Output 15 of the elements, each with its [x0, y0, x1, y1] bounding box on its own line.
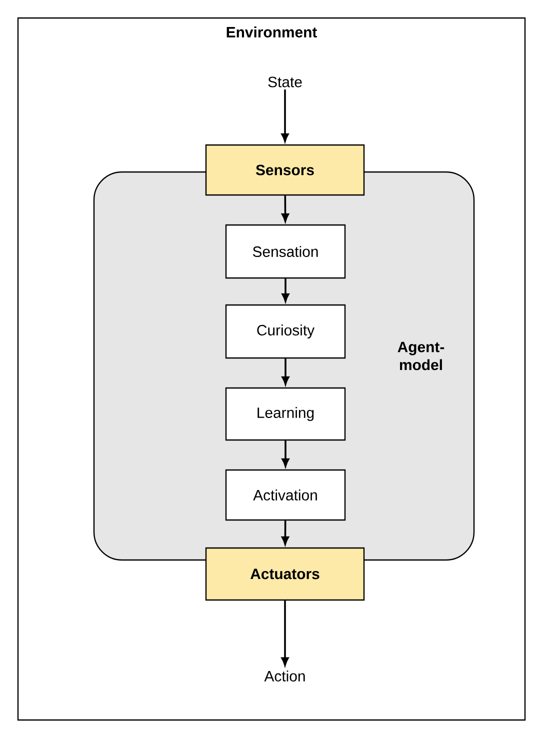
text-label: State: [268, 76, 302, 88]
arrow: [281, 520, 289, 545]
arrow: [281, 600, 289, 666]
arrow: [282, 358, 290, 385]
arrow: [282, 196, 290, 222]
process-box: Sensation: [225, 224, 346, 279]
arrow: [282, 440, 290, 467]
arrow: [281, 89, 289, 142]
process-box: Curiosity: [225, 304, 346, 359]
process-box: Activation: [225, 469, 346, 521]
text-label: Action: [264, 670, 305, 682]
process-box: Learning: [225, 387, 346, 441]
interface-box: Sensors: [205, 144, 365, 196]
arrow: [282, 278, 290, 302]
interface-box: Actuators: [205, 547, 365, 601]
